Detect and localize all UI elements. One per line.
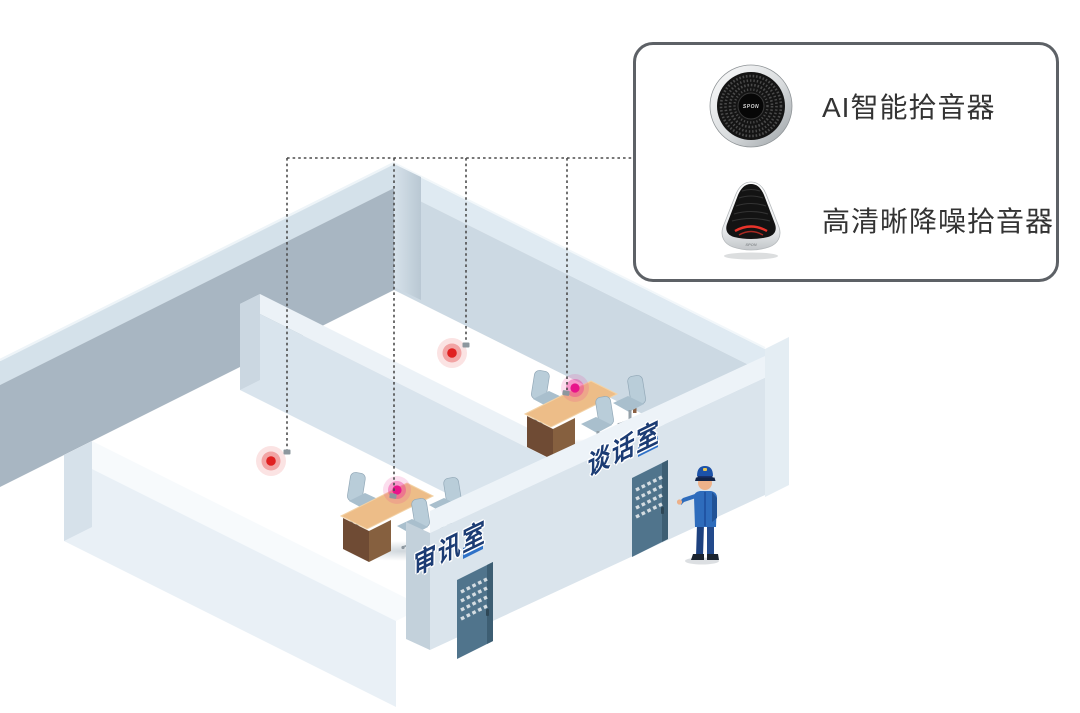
back-wall-end-cap (394, 164, 421, 300)
cable-plug (462, 342, 470, 348)
device-logo: SPON (743, 104, 759, 110)
ai-ceiling-mic-icon: SPON (709, 64, 793, 148)
desk-mic-marker (561, 374, 589, 402)
legend-box: SPON AI智能拾音器 SPON 高清晰降噪拾音器 (633, 42, 1059, 282)
guard-cap-brim (695, 477, 716, 481)
front-left-wall (64, 441, 424, 707)
ceiling-mic-marker (256, 446, 286, 476)
cable-plug (389, 493, 397, 499)
security-guard (676, 466, 719, 565)
cable-plug (562, 390, 570, 396)
cable-plug (283, 449, 291, 455)
legend-label-ai-mic: AI智能拾音器 (822, 92, 996, 123)
legend-item-ai-mic: SPON AI智能拾音器 (706, 61, 995, 151)
device-logo: SPON (745, 242, 756, 247)
desk-mic-marker (383, 476, 411, 504)
legend-item-noise-cancel-mic: SPON 高清晰降噪拾音器 (706, 175, 1054, 265)
annotation-lines (286, 157, 633, 493)
front-right-wall (406, 356, 765, 650)
legend-label-noise-cancel-mic: 高清晰降噪拾音器 (822, 206, 1055, 237)
ceiling-mic-marker (437, 338, 467, 368)
right-corner-cap (765, 337, 789, 497)
guard-hand (676, 499, 683, 505)
hd-noise-cancel-mic-icon: SPON (721, 181, 781, 260)
back-left-wall (0, 161, 395, 487)
